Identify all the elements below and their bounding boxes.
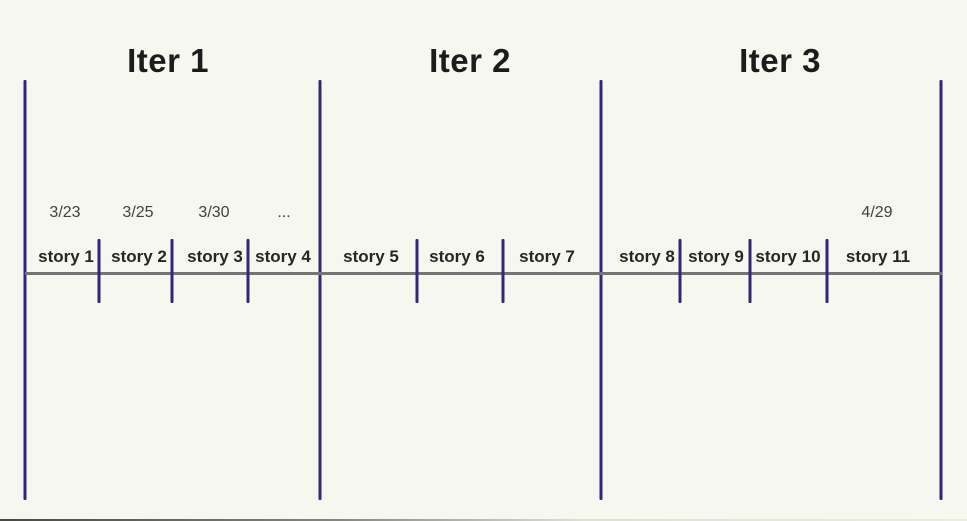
story-separator-line [246,239,250,303]
story-separator-line [415,239,419,303]
date-label: 3/25 [122,204,154,221]
story-label: story 5 [343,247,399,266]
date-label-ellipsis: ... [277,204,291,221]
story-label: story 6 [429,247,485,266]
story-label: story 11 [845,247,911,266]
story-separator-line [825,239,829,303]
iteration-boundary-line [939,80,943,500]
bottom-edge-artifact [0,519,967,521]
story-separator-line [97,239,101,303]
iteration-boundary-line [23,80,27,500]
story-label: story 1 [38,247,94,266]
story-label: story 2 [111,247,167,266]
iteration-heading: Iter 1 [127,42,209,79]
story-label: story 3 [187,247,243,266]
story-separator-line [170,239,174,303]
story-label: story 8 [619,247,675,266]
story-label: story 10 [755,247,821,266]
iteration-heading: Iter 2 [429,42,511,79]
date-label: 3/30 [198,204,230,221]
story-separator-line [748,239,752,303]
story-separator-line [501,239,505,303]
iteration-heading: Iter 3 [739,42,821,79]
story-label: story 9 [688,247,744,266]
story-label: story 7 [519,247,575,266]
iteration-boundary-line [599,80,603,500]
story-separator-line [678,239,682,303]
story-label: story 4 [255,247,311,266]
date-label: 4/29 [861,204,893,221]
timeline-baseline [25,272,942,275]
iteration-boundary-line [318,80,322,500]
date-label: 3/23 [49,204,81,221]
